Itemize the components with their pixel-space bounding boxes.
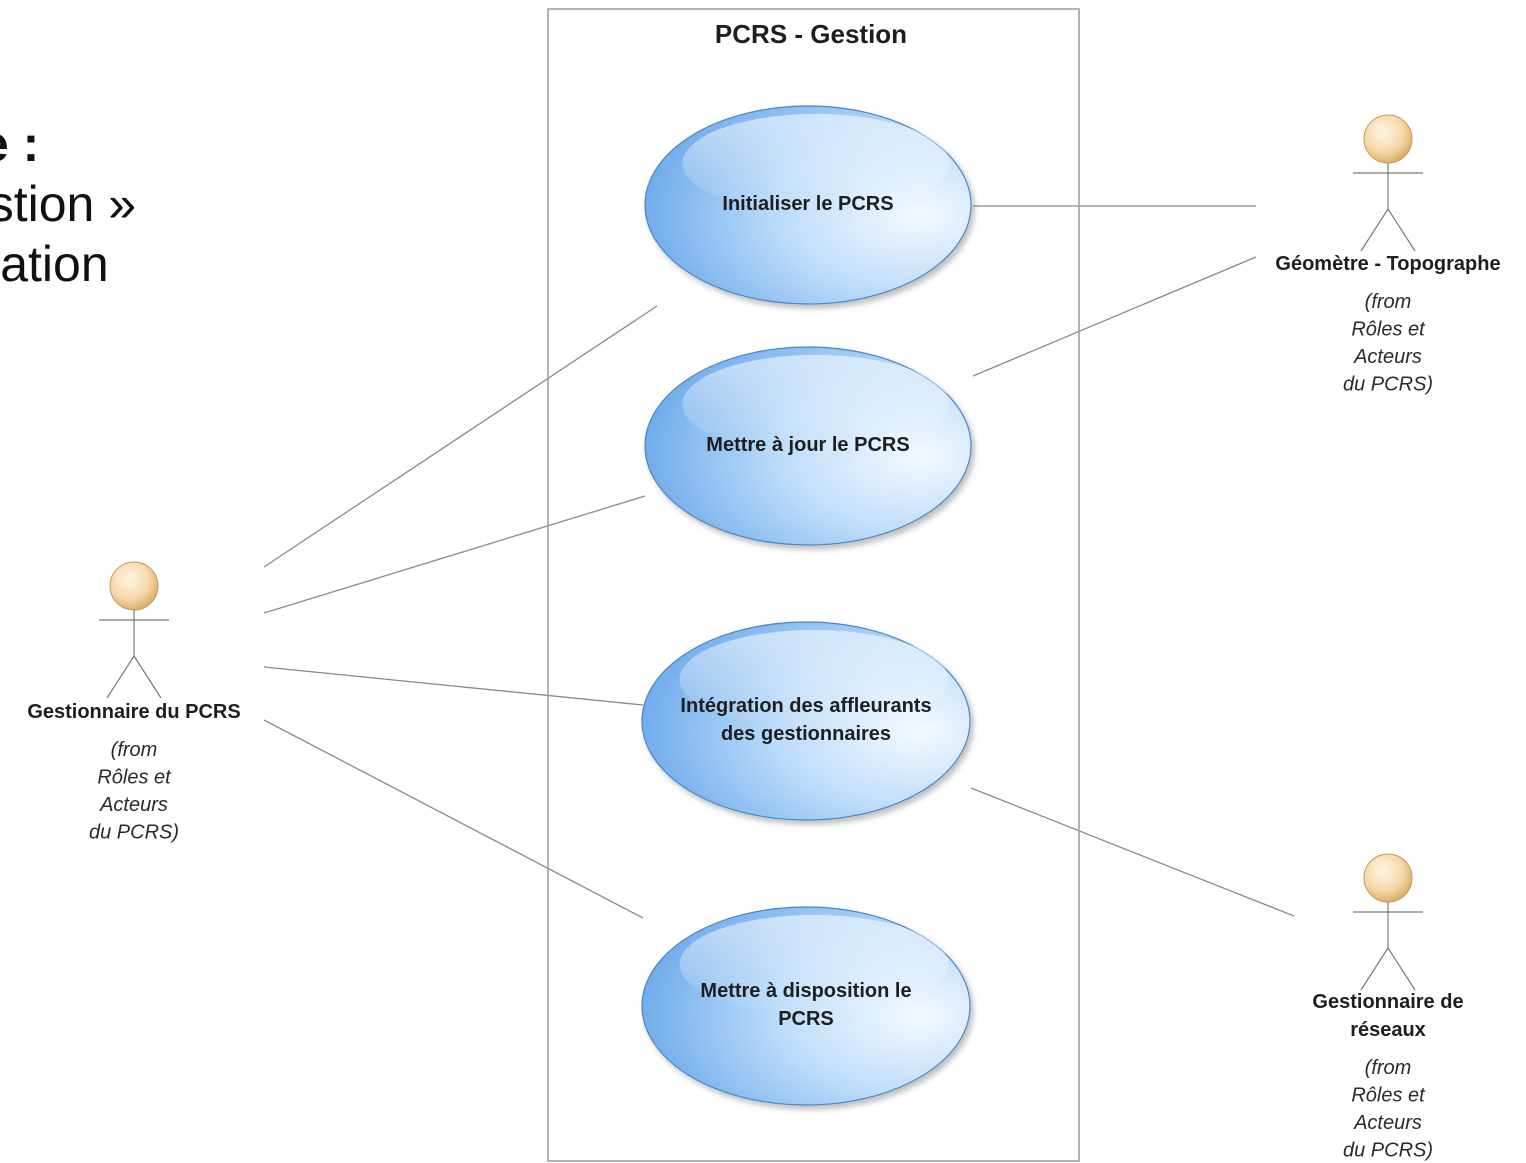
- use-case-4[interactable]: Mettre à disposition le PCRS: [641, 906, 971, 1106]
- actor-from-note: Rôles et: [1351, 1085, 1426, 1107]
- use-case-2[interactable]: Mettre à jour le PCRS: [644, 346, 972, 546]
- use-case-label: Mettre à jour le PCRS: [706, 434, 909, 456]
- use-case-label: Initialiser le PCRS: [722, 193, 893, 215]
- actor-from-note: du PCRS): [1343, 1140, 1433, 1162]
- system-boundary: [547, 8, 1080, 1162]
- association-line: [263, 495, 646, 614]
- use-cases: Initialiser le PCRS Mettre à jour le PCRS…: [641, 105, 972, 1106]
- slide-title: le : Gestion » tilisation RS: [0, 110, 260, 360]
- use-case-gloss: [682, 354, 950, 454]
- actor-head-icon: [1363, 853, 1413, 903]
- association-lines: [263, 205, 1295, 919]
- actor-from-note: Acteurs: [1353, 346, 1422, 368]
- actor-from-note: du PCRS): [89, 822, 179, 844]
- actor-from-note: (from: [111, 739, 158, 761]
- use-case-gloss: [682, 113, 950, 213]
- use-case-3[interactable]: Intégration des affleurants des gestionna…: [641, 621, 971, 821]
- use-case-label: des gestionnaires: [721, 723, 891, 745]
- actor-from-note: Rôles et: [97, 767, 172, 789]
- association-line: [263, 666, 644, 706]
- slide-title-line-3: tilisation: [0, 236, 109, 292]
- use-case-gloss: [679, 914, 949, 1014]
- actor-from-note: du PCRS): [1343, 374, 1433, 396]
- association-line: [263, 719, 644, 919]
- actor-head-icon: [1363, 114, 1413, 164]
- association-line: [263, 305, 658, 568]
- stick-figure-icon: [1353, 902, 1423, 991]
- use-case-label: Mettre à disposition le: [700, 980, 911, 1002]
- actor-from-note: (from: [1365, 291, 1412, 313]
- use-case-label: PCRS: [778, 1008, 834, 1030]
- slide-title-line-2: Gestion »: [0, 176, 137, 232]
- actor-name: réseaux: [1350, 1019, 1426, 1041]
- stick-figure-icon: [1353, 163, 1423, 252]
- use-case-1[interactable]: Initialiser le PCRS: [644, 105, 972, 305]
- stick-figure-icon: [99, 610, 169, 699]
- use-case-gloss: [679, 629, 949, 729]
- actor-from-note: Rôles et: [1351, 319, 1426, 341]
- actor-head-icon: [109, 561, 159, 611]
- slide-title-line-1: le :: [0, 116, 40, 172]
- actor-from-note: Acteurs: [1353, 1112, 1422, 1134]
- actor-name: Gestionnaire du PCRS: [27, 701, 240, 723]
- actor-from-note: (from: [1365, 1057, 1412, 1079]
- actor-from-note: Acteurs: [99, 794, 168, 816]
- association-line: [972, 256, 1257, 377]
- actor-name: Gestionnaire de: [1312, 991, 1463, 1013]
- association-line: [970, 787, 1295, 917]
- system-title: PCRS - Gestion: [715, 19, 907, 49]
- actor-name: Géomètre - Topographe: [1275, 253, 1500, 275]
- use-case-label: Intégration des affleurants: [680, 695, 931, 717]
